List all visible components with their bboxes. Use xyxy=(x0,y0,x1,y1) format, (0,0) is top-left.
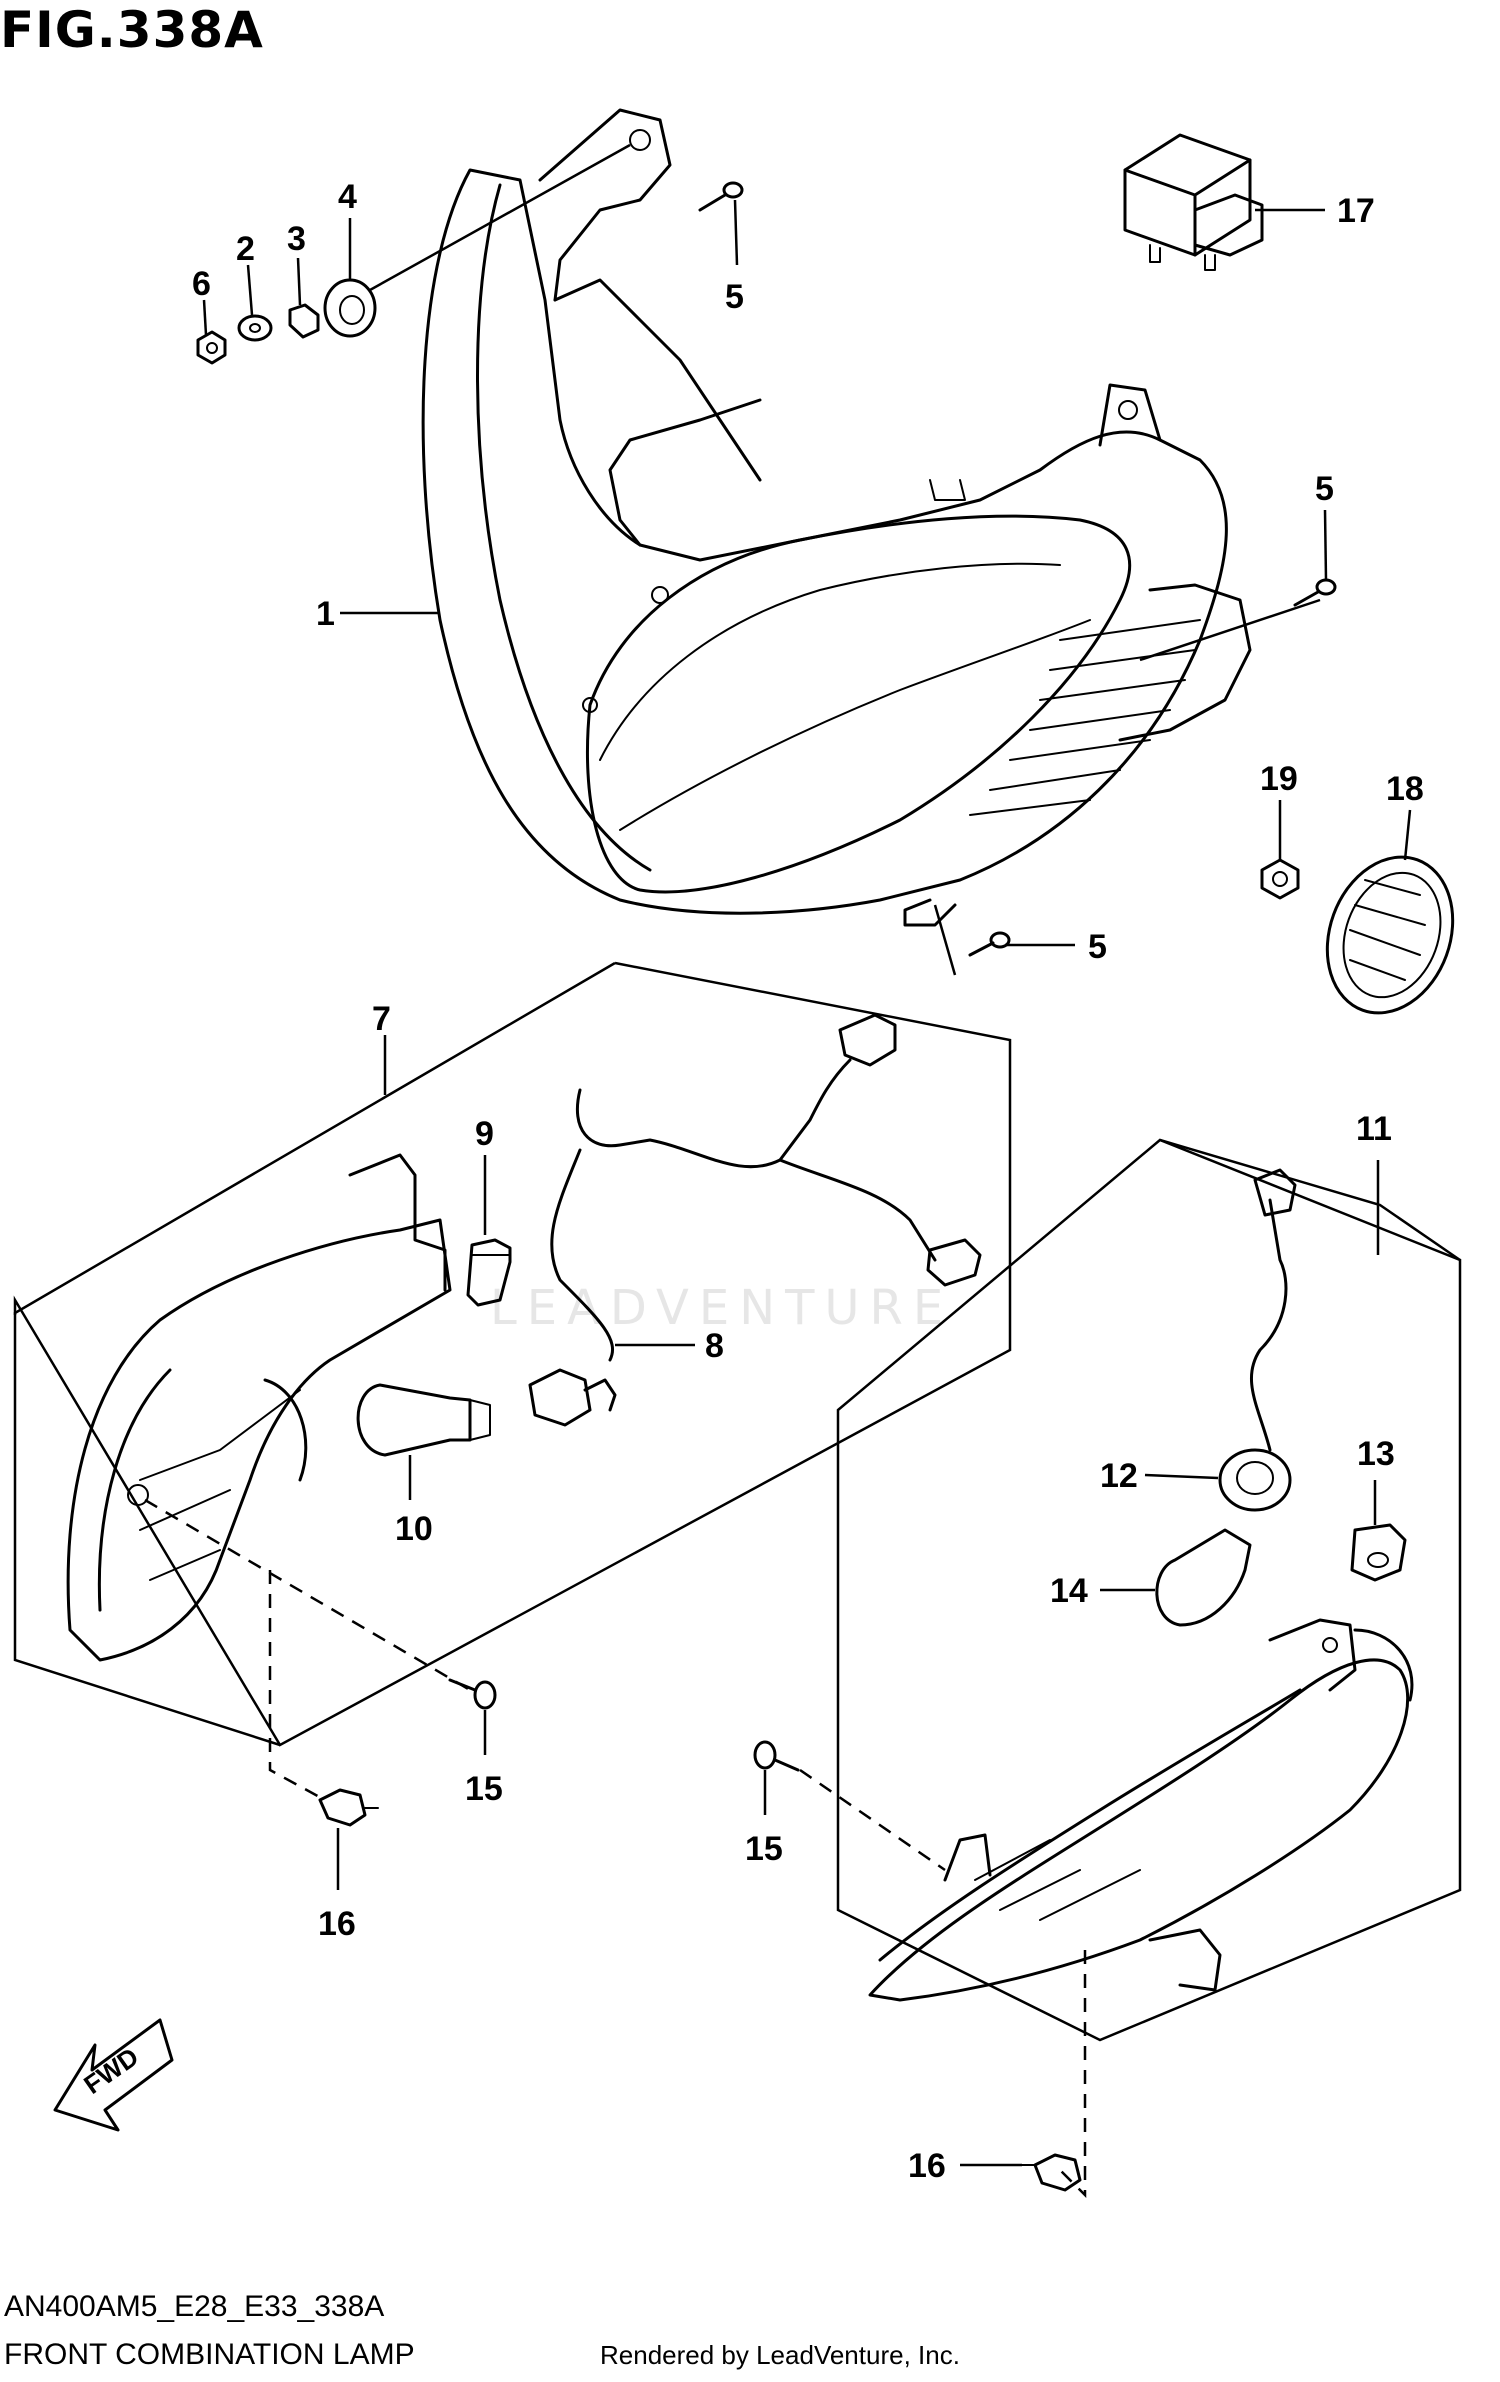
box-7 xyxy=(13,961,1012,1747)
callout-12: 12 xyxy=(1100,1457,1138,1495)
screw-5-bottom xyxy=(968,931,1011,957)
box-11 xyxy=(836,1138,1462,2042)
callout-15-right: 15 xyxy=(745,1830,783,1868)
reflector-18 xyxy=(1325,855,1455,1015)
turn-lamp-left xyxy=(66,1153,452,1662)
watermark: LEADVENTURE xyxy=(490,1280,954,1336)
callout-18: 18 xyxy=(1386,770,1424,808)
washer-2 xyxy=(237,314,273,342)
callout-3: 3 xyxy=(287,220,306,258)
callout-5-bottom: 5 xyxy=(1088,928,1107,966)
nut-6 xyxy=(196,330,227,365)
callout-11: 11 xyxy=(1356,1110,1392,1148)
clip-16-left xyxy=(318,1788,379,1827)
screw-5-top xyxy=(698,181,744,212)
callout-10: 10 xyxy=(395,1510,433,1548)
nut-19 xyxy=(1260,858,1300,900)
callout-9: 9 xyxy=(475,1115,494,1153)
callout-13: 13 xyxy=(1357,1435,1395,1473)
section-name: FRONT COMBINATION LAMP xyxy=(4,2338,415,2371)
callout-17: 17 xyxy=(1337,192,1375,230)
callout-6: 6 xyxy=(192,265,211,303)
screw-15-right xyxy=(753,1740,800,1772)
callout-2: 2 xyxy=(236,230,255,268)
socket-12 xyxy=(1218,1168,1297,1512)
headlamp-assembly xyxy=(421,108,1252,927)
fwd-label: FWD xyxy=(78,2041,144,2100)
figure-title: FIG.338A xyxy=(0,1,264,59)
bulb-14 xyxy=(1155,1528,1252,1627)
model-code: AN400AM5_E28_E33_338A xyxy=(4,2290,385,2323)
callout-7: 7 xyxy=(372,1000,391,1038)
screw-15-left xyxy=(448,1678,497,1710)
bulb-10 xyxy=(356,1383,491,1457)
callout-5-right: 5 xyxy=(1315,470,1334,508)
washer-nut-group xyxy=(196,278,377,365)
harness-8 xyxy=(528,1013,982,1427)
leader-lines xyxy=(202,143,1412,2167)
relay-17 xyxy=(1123,133,1264,271)
rendered-by: Rendered by LeadVenture, Inc. xyxy=(600,2340,960,2370)
callout-19: 19 xyxy=(1260,760,1298,798)
callout-15-left: 15 xyxy=(465,1770,503,1808)
collar-3 xyxy=(288,303,320,339)
callout-5-top: 5 xyxy=(725,278,744,316)
callout-14: 14 xyxy=(1050,1572,1088,1610)
callout-8: 8 xyxy=(705,1327,724,1365)
fwd-arrow xyxy=(53,2018,174,2132)
rubber-13 xyxy=(1350,1523,1407,1582)
rubber-9 xyxy=(466,1238,512,1307)
grommet-4 xyxy=(323,278,377,338)
clip-16-right xyxy=(1019,2153,1082,2192)
callout-4: 4 xyxy=(338,178,357,216)
turn-lamp-right xyxy=(868,1618,1414,2002)
callout-labels: 1 2 3 4 5 5 5 6 7 8 9 10 11 12 13 14 15 … xyxy=(78,178,1424,2185)
callout-16-left: 16 xyxy=(318,1905,356,1943)
callout-1: 1 xyxy=(316,595,335,633)
callout-16-right: 16 xyxy=(908,2147,946,2185)
